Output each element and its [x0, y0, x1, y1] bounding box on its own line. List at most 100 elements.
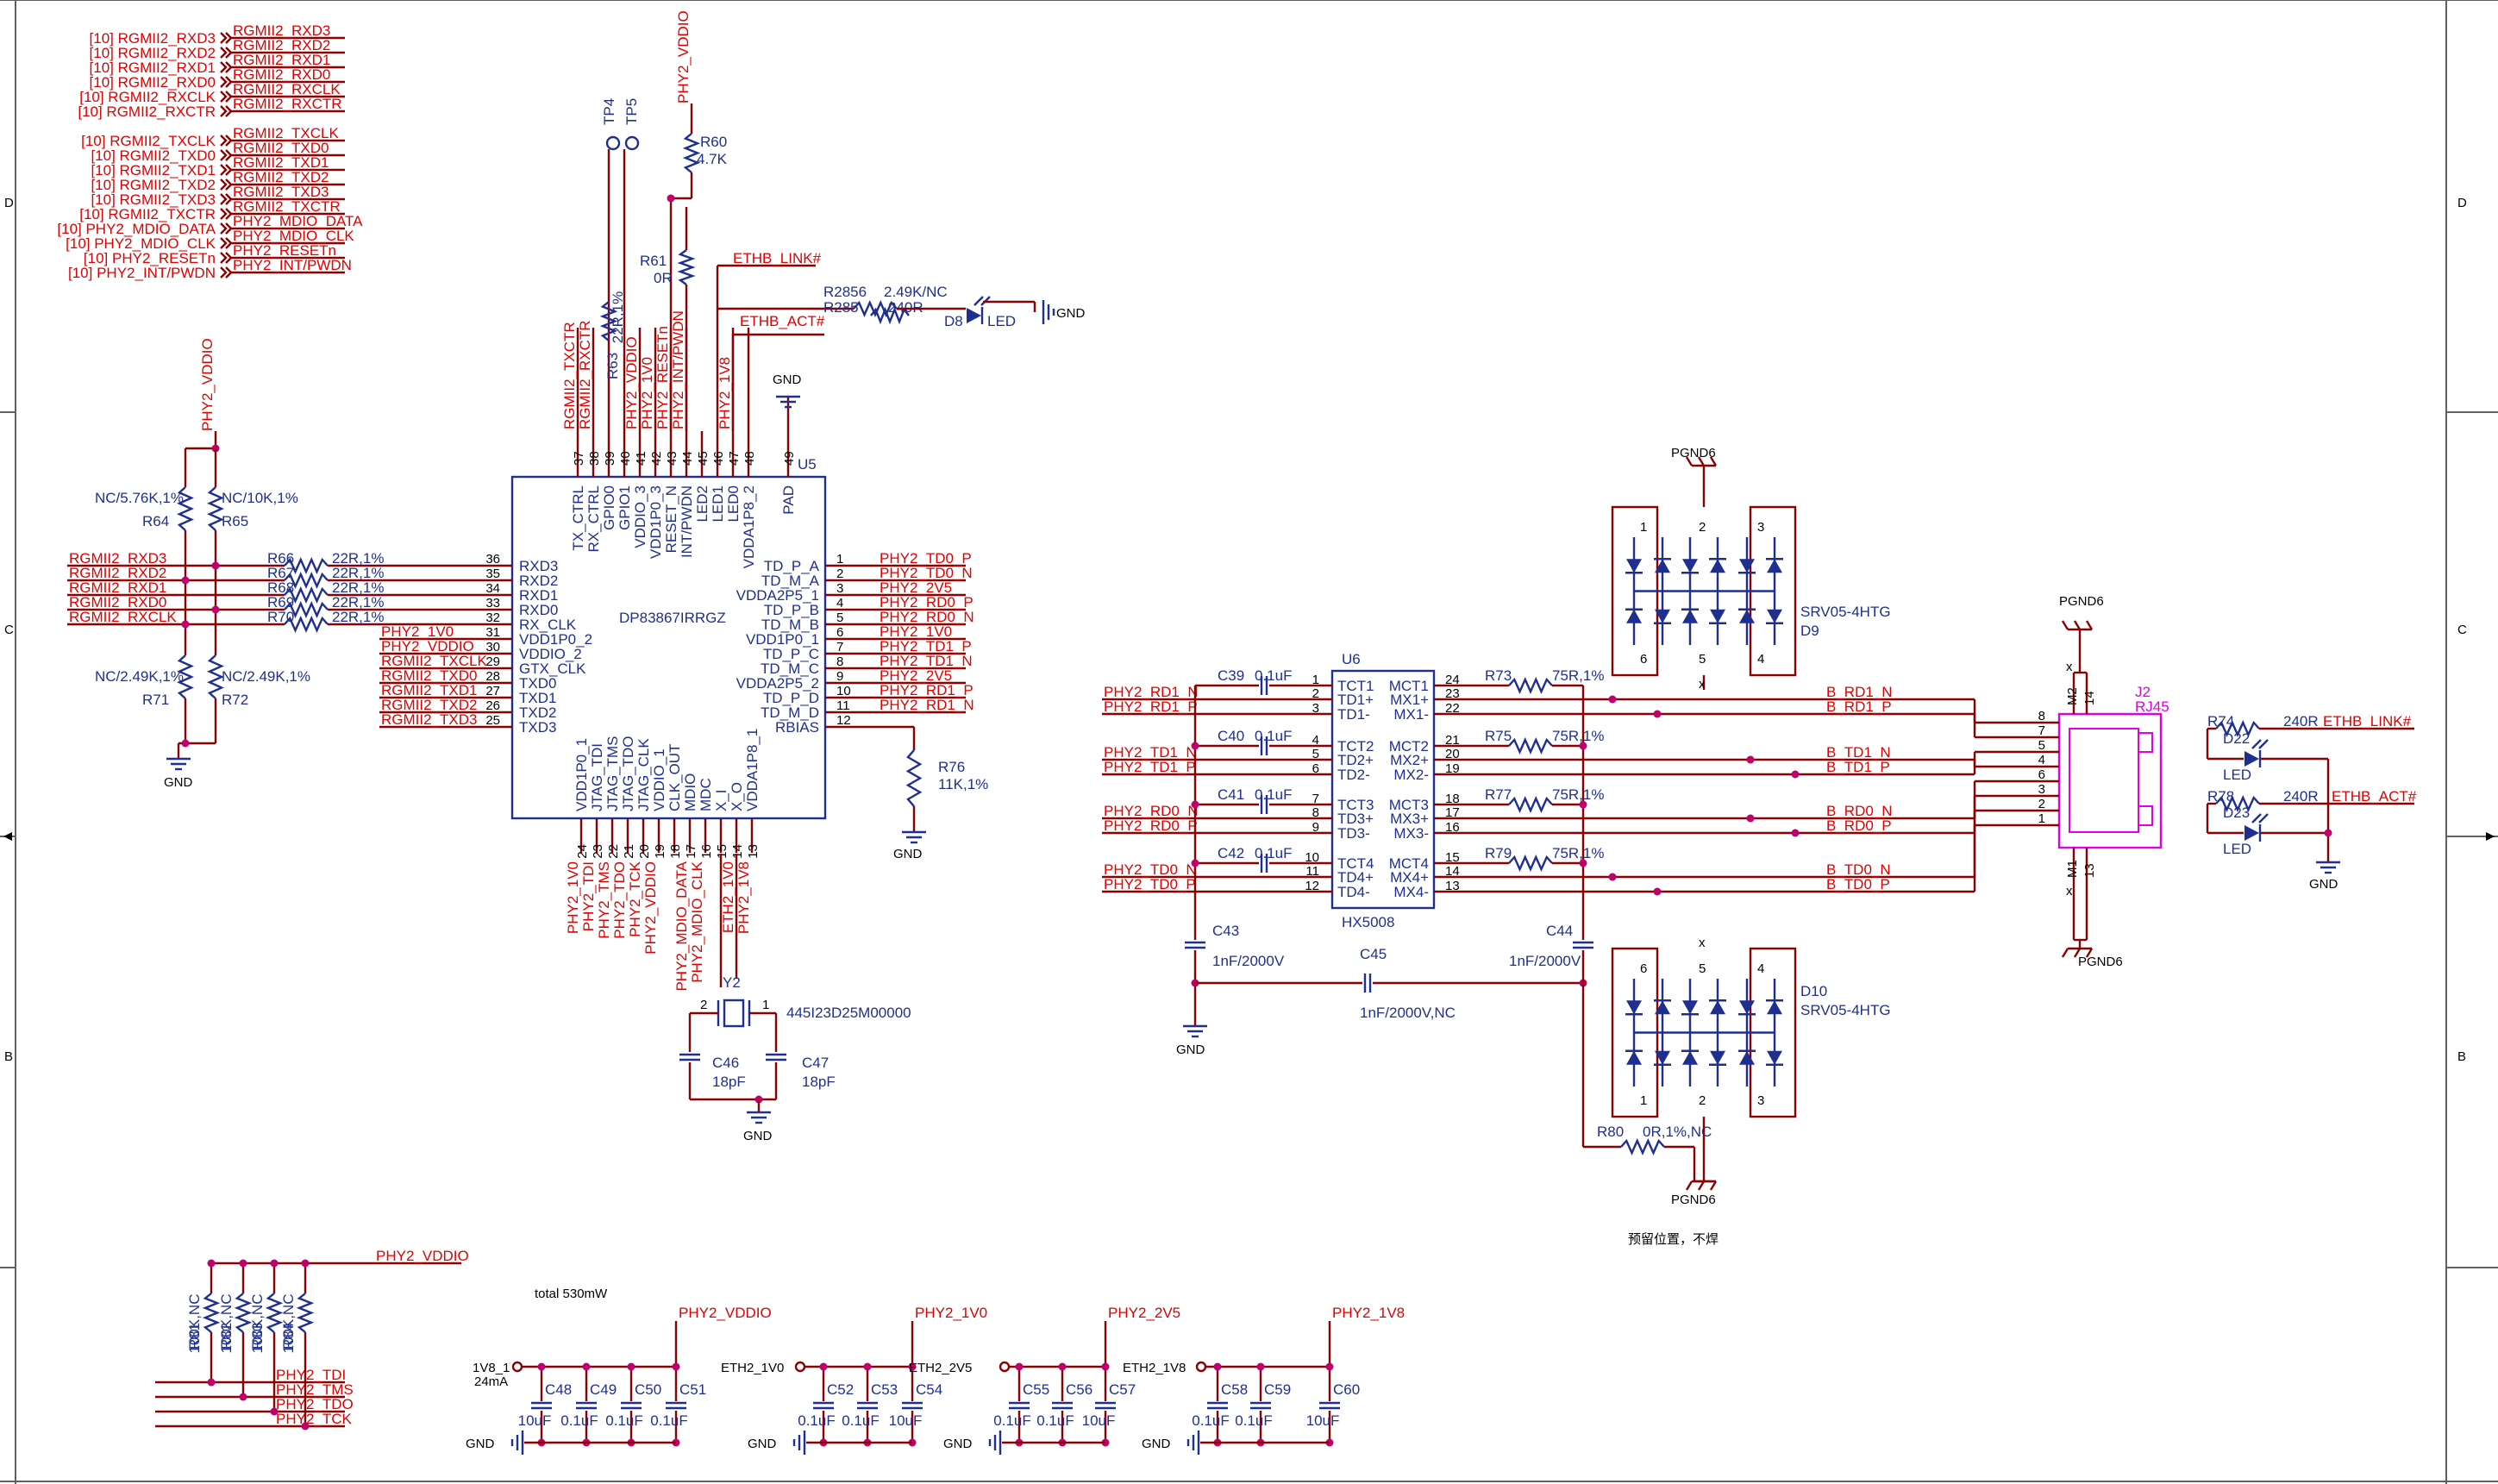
decoupling-capacitor — [1207, 1401, 1228, 1410]
r76-gnd-symbol — [902, 830, 926, 844]
decoupling-capacitor — [621, 1401, 642, 1410]
u6-pin-number: 11 — [1305, 864, 1319, 879]
hier-net-label: RGMII2_TXD1 — [233, 154, 329, 171]
u6-pin-name: MX4- — [1393, 884, 1429, 900]
u5-left-net: RGMII2_TXD0 — [381, 667, 477, 684]
u6-mct-res-value: 75R,1% — [1552, 786, 1604, 803]
r76-body — [905, 749, 923, 807]
hier-net-label: RGMII2_TXD0 — [233, 140, 329, 156]
r71-value: NC/2.49K,1% — [95, 668, 184, 685]
tvs-pin-number: 1 — [1640, 1093, 1647, 1108]
j2-pin13: 13 — [2082, 863, 2097, 878]
u5-pin-number: 31 — [485, 625, 500, 640]
hier-port-label: [10] PHY2_MDIO_DATA — [57, 221, 216, 237]
decoupling-cap-ref: C55 — [1023, 1381, 1049, 1398]
decoupling-cap-ref: C52 — [827, 1381, 854, 1398]
u5-right-net: PHY2_RD1_P — [880, 682, 974, 698]
u5-left-net: RGMII2_RXCLK — [69, 609, 177, 625]
u5-pin-number: 11 — [836, 698, 850, 713]
u5-pin-name: PAD — [780, 485, 797, 515]
junction-dot — [1015, 1362, 1024, 1371]
junction-dot — [1579, 859, 1587, 867]
r61-ref: R61 — [640, 253, 667, 269]
u5-right-net: PHY2_1V0 — [880, 623, 952, 640]
u5-pin-number: 12 — [836, 713, 851, 728]
zone-letter-right: D — [2457, 196, 2467, 210]
u5-pin-number: 35 — [485, 567, 500, 581]
strap-gnd-label: GND — [164, 775, 193, 790]
junction-dot — [1579, 742, 1587, 750]
u5-pin-name: X_O — [729, 782, 745, 811]
u5-pin-name: TD_M_A — [761, 573, 820, 589]
u5-pin-name: TD_P_A — [764, 558, 820, 574]
tvs-diode — [1766, 558, 1783, 573]
u6-right-net: B_RD0_P — [1826, 817, 1892, 834]
u5-pin-number: 44 — [680, 451, 695, 466]
decoupling-cap-value: 0.1uF — [1036, 1412, 1074, 1429]
u6-pin-number: 16 — [1445, 820, 1460, 835]
r76-gnd-label: GND — [893, 847, 923, 861]
j2-m1: M1 — [2065, 860, 2080, 878]
u6-pin-name: MX1+ — [1390, 692, 1429, 708]
u6-pin-number: 8 — [1312, 805, 1319, 820]
u6-pin-number: 21 — [1445, 733, 1460, 748]
u6-mct-res-ref: R79 — [1485, 845, 1512, 861]
u5-series-ref: R66 — [267, 550, 294, 567]
c45-value: 1nF/2000V,NC — [1360, 1005, 1456, 1021]
u6-ct-cap-value: 0.1uF — [1255, 667, 1292, 684]
r285x-ref: R285 — [823, 299, 859, 316]
u5-right-net: PHY2_TD0_P — [880, 550, 972, 567]
jtag-res-value: 100K,NC — [186, 1294, 203, 1354]
decoupling-capacitor — [1319, 1401, 1340, 1410]
u5-right-net: PHY2_2V5 — [880, 579, 952, 596]
hier-net-label: RGMII2_RXD1 — [233, 52, 330, 68]
hier-net-label: PHY2_MDIO_CLK — [233, 228, 354, 244]
u5-pin-name: TD_M_C — [761, 661, 819, 677]
tvs-pin-number: 6 — [1640, 961, 1647, 976]
u5-series-value: 22R,1% — [332, 550, 384, 567]
decoupling-cap-ref: C58 — [1221, 1381, 1248, 1398]
u6-pin-name: MX2- — [1393, 767, 1429, 783]
u5-pin-number: 10 — [836, 684, 851, 698]
tvs-diode — [1654, 609, 1671, 624]
tvs-pin-number: 2 — [1699, 520, 1706, 535]
u5-pin-number: 34 — [485, 581, 500, 596]
hier-port-label: [10] PHY2_RESETn — [84, 250, 216, 266]
r72-value: NC/2.49K,1% — [222, 668, 310, 685]
junction-dot — [211, 561, 220, 570]
r72-ref: R72 — [222, 692, 248, 708]
u5-pin-number: 41 — [634, 451, 648, 466]
u5-pin-number: 26 — [485, 698, 500, 713]
u6-pin-number: 17 — [1445, 805, 1460, 820]
r80-value: 0R,1%,NC — [1643, 1124, 1712, 1140]
u5-pin-name: VDD1P0_2 — [519, 631, 592, 648]
jtag-pullup-resistor — [234, 1293, 253, 1333]
u5-pin-number: 7 — [836, 640, 843, 654]
hier-net-label: RGMII2_RXD0 — [233, 66, 330, 83]
u5-top-net: PHY2_1V0 — [639, 357, 655, 429]
u5-pin-name: VDD1P0_1 — [746, 631, 819, 648]
r76-ref: R76 — [938, 759, 965, 775]
decoupling-gnd-symbol — [1186, 1431, 1200, 1455]
u6-left-net: PHY2_TD1_P — [1104, 759, 1196, 775]
u5-pin-number: 37 — [572, 451, 586, 466]
leds-gnd-label: GND — [2309, 877, 2338, 892]
u6-pin-name: MX3+ — [1390, 811, 1429, 827]
c47-value: 18pF — [802, 1074, 836, 1090]
u5-top-net: PHY2_INT/PWDN — [670, 310, 686, 429]
u6-pin-name: MX2+ — [1390, 752, 1429, 768]
u6-pin-number: 18 — [1445, 792, 1460, 806]
u6-ct-capacitor — [1260, 736, 1268, 755]
u6-mct-res-value: 75R,1% — [1552, 667, 1604, 684]
junction-dot — [672, 1362, 680, 1371]
u5-left-net: RGMII2_RXD0 — [69, 594, 166, 611]
u5-series-resistor — [284, 557, 329, 574]
u6-left-net: PHY2_RD1_N — [1104, 684, 1199, 700]
c46-value: 18pF — [712, 1074, 746, 1090]
junction-dot — [582, 1362, 591, 1371]
u5-body — [510, 475, 827, 820]
u5-bottom-net: PHY2_TDI — [580, 861, 597, 931]
j2-pgnd-bottom-label: PGND6 — [2078, 955, 2123, 969]
u5-right-net: PHY2_TD1_P — [880, 638, 972, 654]
junction-dot — [181, 576, 190, 585]
